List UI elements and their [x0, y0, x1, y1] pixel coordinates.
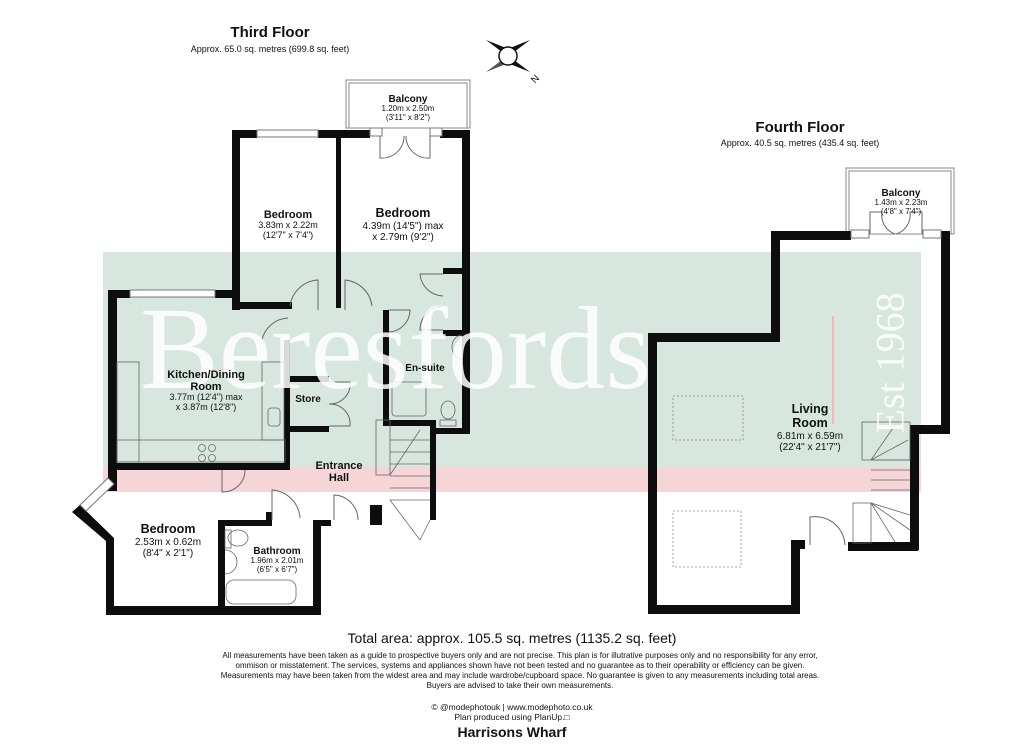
fourth-floor-title: Fourth Floor	[755, 119, 845, 136]
room-label-bedroom-master: Bedroom 4.39m (14'5") max x 2.79m (9'2")	[362, 206, 444, 243]
disclaimer-line: Buyers are advised to take their own mea…	[426, 681, 614, 690]
fixtures-third-floor	[116, 334, 463, 605]
room-label-store: Store	[295, 394, 321, 405]
credit: © @modephotouk | www.modephoto.co.uk Pla…	[0, 702, 1024, 722]
room-label-entrance-hall: Entrance Hall	[315, 460, 363, 485]
doors-fourth-floor	[809, 211, 923, 546]
disclaimer-line: Measurements may have been taken from th…	[220, 671, 820, 680]
credit-line-2: Plan produced using PlanUp.□	[454, 712, 570, 723]
room-label-bathroom: Bathroom 1.96m x 2.01m (6'5" x 6'7")	[250, 546, 304, 574]
room-label-bedroom-1: Bedroom 3.83m x 2.22m (12'7" x 7'4")	[258, 209, 318, 240]
doors-third-floor	[221, 135, 444, 521]
watermark-band-pink	[103, 467, 921, 492]
property-name: Harrisons Wharf	[457, 724, 567, 740]
third-floor-title: Third Floor	[230, 24, 310, 41]
fourth-floor-area: Approx. 40.5 sq. metres (435.4 sq. feet)	[720, 138, 880, 148]
fourth-floor-balcony-outline	[845, 167, 955, 235]
total-area: Total area: approx. 105.5 sq. metres (11…	[347, 630, 677, 646]
watermark-divider	[832, 316, 834, 424]
disclaimer-line: ommison or misstatement. The services, s…	[235, 661, 805, 670]
windows-fourth-floor	[850, 229, 942, 239]
room-label-balcony-third: Balcony 1.20m x 2.50m (3'11" x 8'2")	[381, 94, 435, 122]
room-label-bedroom-3: Bedroom 2.53m x 0.62m (8'4" x 2'1")	[134, 522, 202, 559]
room-label-balcony-fourth: Balcony 1.43m x 2.23m (4'8" x 7'4")	[874, 188, 928, 216]
third-floor-plan	[72, 79, 471, 615]
fourth-floor-plan	[648, 167, 955, 614]
room-label-ensuite: En-suite	[405, 363, 445, 374]
compass-rose-icon	[486, 40, 530, 72]
third-floor-area: Approx. 65.0 sq. metres (699.8 sq. feet)	[190, 44, 350, 54]
windows-third-floor	[79, 127, 443, 512]
room-label-kitchen-dining: Kitchen/Dining Room 3.77m (12'4") max x …	[167, 369, 245, 413]
room-label-living-room: Living Room 6.81m x 6.59m (22'4" x 21'7"…	[776, 402, 844, 453]
walls-third-floor	[72, 130, 470, 615]
stairs-fourth-floor	[852, 421, 911, 544]
credit-line-1: © @modephotouk | www.modephoto.co.uk	[431, 702, 593, 712]
disclaimer-line: All measurements have been taken as a gu…	[222, 651, 818, 660]
fixtures-fourth-floor	[672, 395, 744, 568]
disclaimer: All measurements have been taken as a gu…	[180, 651, 860, 691]
third-floor-balcony-outline	[345, 79, 471, 129]
walls-fourth-floor	[648, 231, 950, 614]
